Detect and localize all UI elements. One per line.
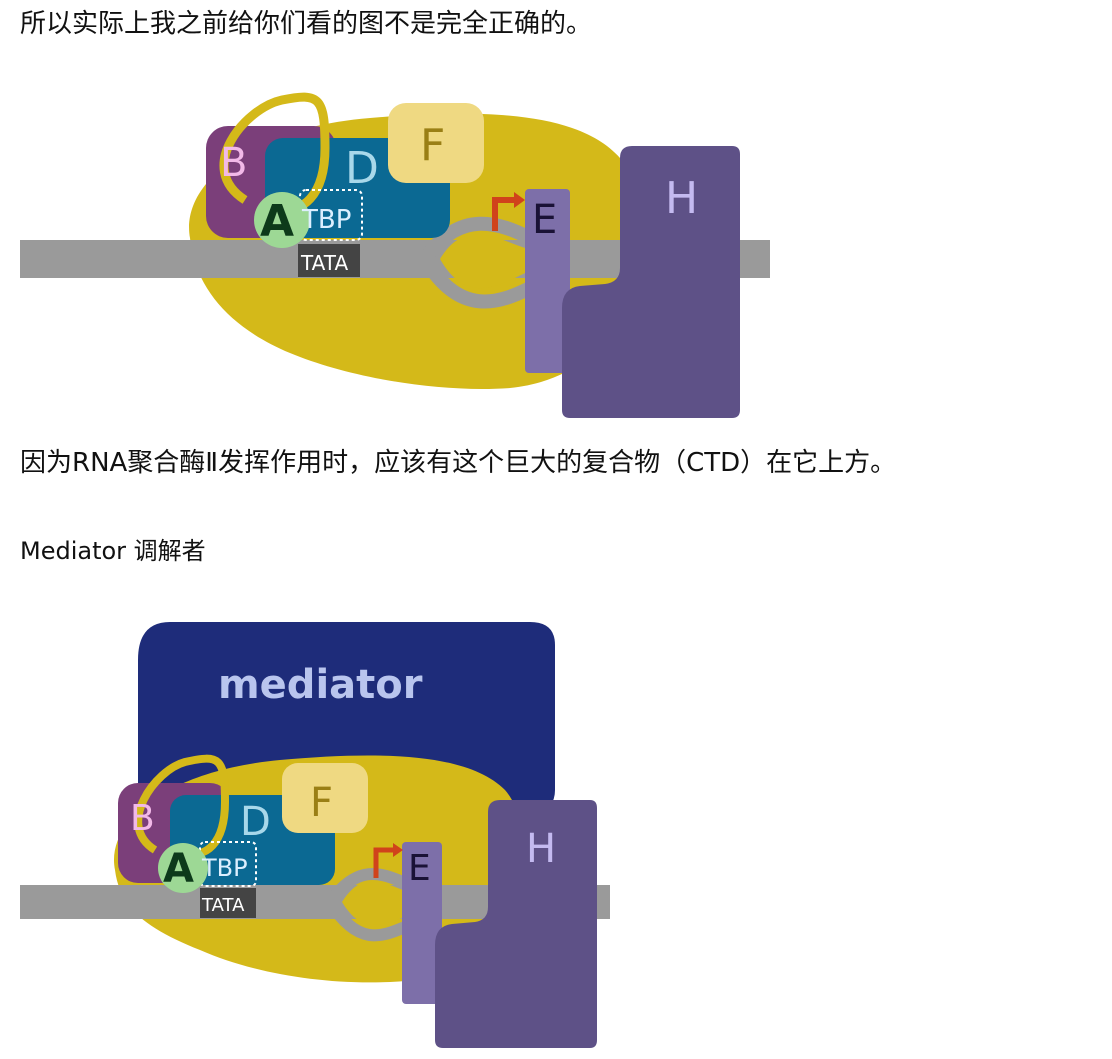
factor-f xyxy=(388,103,484,183)
factor-a xyxy=(254,192,310,248)
label-mediator: mediator xyxy=(218,662,423,708)
factor-h xyxy=(435,800,597,1048)
mediator-complex-figure: mediator B D F A TBP TATA E H xyxy=(20,620,620,1050)
label-tata: TATA xyxy=(201,895,245,916)
label-a: A xyxy=(260,196,294,247)
label-tbp: TBP xyxy=(201,854,248,882)
transcription-bubble xyxy=(419,216,534,264)
label-f: F xyxy=(420,120,445,171)
factor-a xyxy=(158,843,208,893)
paragraph-mediator: Mediator 调解者 xyxy=(20,537,206,565)
label-a: A xyxy=(163,846,194,892)
label-e: E xyxy=(532,197,557,243)
label-d: D xyxy=(240,799,271,845)
label-b: B xyxy=(220,140,247,186)
label-tbp: TBP xyxy=(301,205,351,235)
tbp-region xyxy=(299,189,363,241)
start-arrow xyxy=(492,197,517,231)
start-arrow xyxy=(373,847,396,878)
paragraph-intro: 所以实际上我之前给你们看的图不是完全正确的。 xyxy=(20,9,593,39)
mediator-complex xyxy=(138,622,555,810)
label-h: H xyxy=(526,826,556,872)
tata-box xyxy=(200,888,256,918)
label-b: B xyxy=(130,798,155,839)
label-h: H xyxy=(665,173,698,224)
label-f: F xyxy=(310,780,333,826)
tata-box xyxy=(298,244,360,277)
paragraph-explanation: 因为RNA聚合酶Ⅱ发挥作用时，应该有这个巨大的复合物（CTD）在它上方。 xyxy=(20,448,897,478)
tfiib-loop xyxy=(134,754,230,858)
label-e: E xyxy=(408,848,431,889)
factor-e xyxy=(402,842,442,1004)
label-tata: TATA xyxy=(300,251,348,275)
label-d: D xyxy=(345,143,379,194)
transcription-complex-figure: B D F A TBP TATA E H xyxy=(20,88,780,423)
factor-f xyxy=(282,763,368,833)
factor-h xyxy=(562,146,740,418)
factor-e xyxy=(525,189,570,373)
tfiib-loop xyxy=(219,92,330,214)
